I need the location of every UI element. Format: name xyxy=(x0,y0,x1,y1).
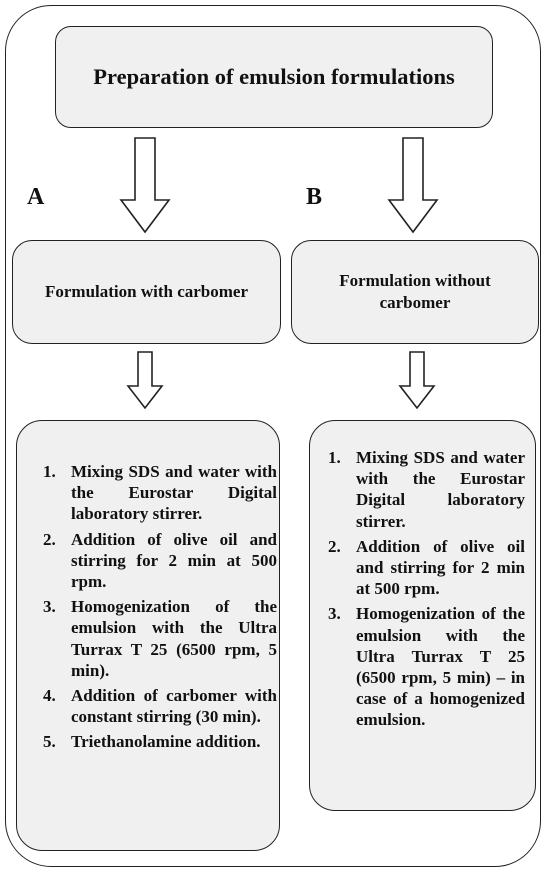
list-item: 5.Triethanolamine addition. xyxy=(43,732,261,752)
steps-box-b: 1.Mixing SDS and water with the Eurostar… xyxy=(309,420,536,811)
outer-frame xyxy=(5,5,541,867)
diagram-title: Preparation of emulsion formulations xyxy=(93,64,455,89)
branch-heading-b: Formulation without carbomer xyxy=(339,271,491,312)
list-item: 2.Addition of olive oil and stirring for… xyxy=(43,529,277,592)
steps-list-a: 1.Mixing SDS and water with the Eurostar… xyxy=(43,461,277,757)
arrow-down-icon xyxy=(387,137,439,234)
list-item: 3.Homogenization of the emulsion with th… xyxy=(328,604,525,730)
formulation-without-carbomer-box: Formulation without carbomer xyxy=(291,240,539,344)
list-item: 1.Mixing SDS and water with the Eurostar… xyxy=(43,462,277,524)
arrow-down-icon xyxy=(119,137,171,234)
list-item: 1.Mixing SDS and water with the Eurostar… xyxy=(328,448,525,531)
steps-box-a: 1.Mixing SDS and water with the Eurostar… xyxy=(16,420,280,851)
steps-list-b: 1.Mixing SDS and water with the Eurostar… xyxy=(328,447,525,735)
list-item: 4.Addition of carbomer with constant sti… xyxy=(43,686,277,727)
title-box: Preparation of emulsion formulations xyxy=(55,26,493,128)
list-item: 2.Addition of olive oil and stirring for… xyxy=(328,536,525,599)
branch-label-a: A xyxy=(27,184,45,210)
arrow-down-icon xyxy=(126,351,164,410)
arrow-down-icon xyxy=(398,351,436,410)
list-item: 3.Homogenization of the emulsion with th… xyxy=(43,597,277,680)
branch-heading-a: Formulation with carbomer xyxy=(44,282,249,301)
branch-label-b: B xyxy=(306,184,323,210)
formulation-with-carbomer-box: Formulation with carbomer xyxy=(12,240,281,344)
